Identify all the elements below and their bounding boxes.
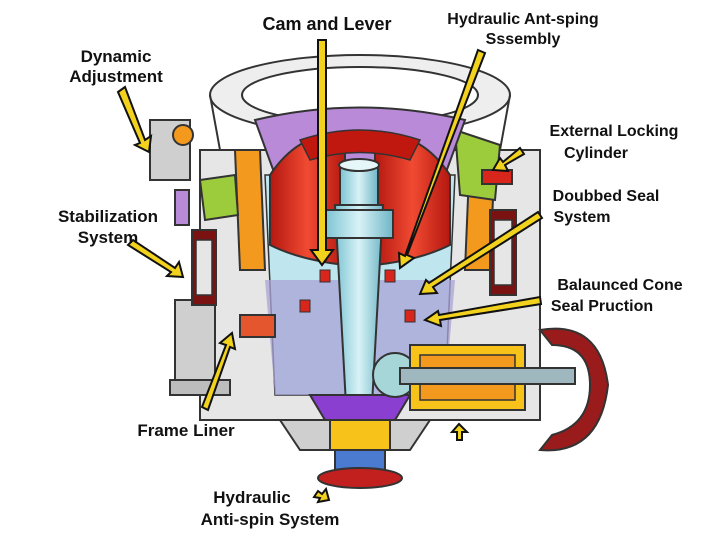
label-doubbed-line2: System — [554, 209, 611, 226]
dynamic-adjustment-motor — [149, 119, 194, 226]
arrow-drive-bottom — [449, 422, 470, 441]
bevel-gear — [308, 352, 418, 421]
label-external-line1: External Locking — [550, 123, 679, 140]
arrow-doubbed-seal — [418, 210, 544, 296]
bottom-hub — [317, 419, 403, 489]
pulley-wheel — [538, 327, 610, 452]
arrow-external-locking — [491, 146, 526, 173]
drive-housing — [399, 344, 576, 411]
arrow-stabilization — [126, 238, 185, 279]
label-antispin-line2: Anti-spin System — [201, 510, 340, 529]
label-doubbed-line1: Doubbed Seal — [553, 188, 660, 205]
label-stabilization-line1: Stabilization — [58, 207, 158, 226]
arrow-hydraulic-ant-sping — [397, 48, 487, 270]
label-antispin-line1: Hydraulic — [213, 488, 290, 507]
arrow-dynamic-adjustment — [116, 85, 153, 154]
label-stabilization-line2: System — [78, 228, 138, 247]
frame-liner-block — [239, 314, 276, 338]
label-hydraulic-ant-sping-line2: Sssembly — [486, 31, 561, 48]
stabilization-cylinder — [191, 229, 217, 306]
label-dynamic-line1: Dynamic — [81, 47, 152, 66]
main-shaft — [324, 158, 394, 406]
label-dynamic-line2: Adjustment — [69, 67, 163, 86]
label-balaunced-line2: Seal Pruction — [551, 298, 653, 315]
label-cam-and-lever: Cam and Lever — [262, 14, 391, 34]
label-balaunced-line1: Balaunced Cone — [557, 277, 682, 294]
arrow-cam-and-lever — [309, 39, 335, 267]
seal-blocks — [299, 269, 416, 323]
arrow-hydraulic-anti-spin — [312, 486, 331, 504]
arrow-frame-liner — [200, 331, 237, 412]
label-external-line2: Cylinder — [564, 145, 628, 162]
callout-arrows — [116, 39, 544, 504]
arrow-balaunced-cone — [422, 295, 543, 328]
label-hydraulic-ant-sping-line1: Hydraulic Ant-sping — [447, 11, 598, 28]
label-frame-liner: Frame Liner — [137, 421, 235, 440]
